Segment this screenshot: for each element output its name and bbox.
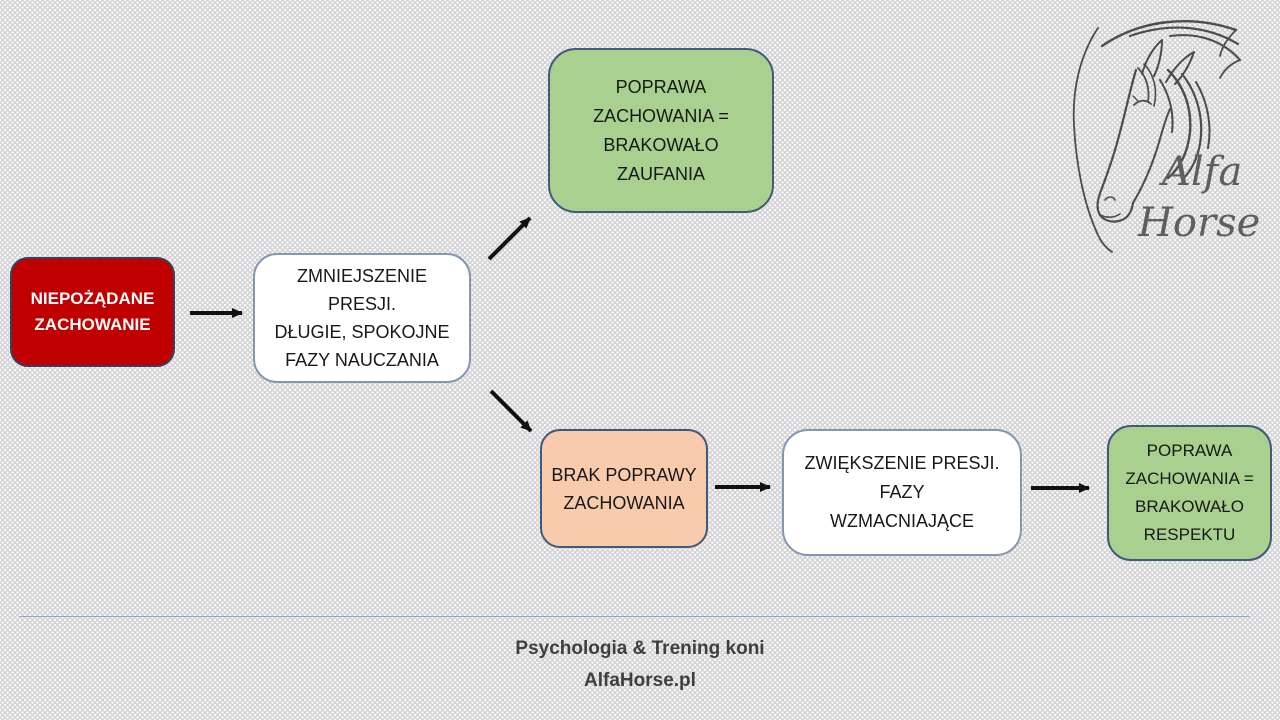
arrow-decrease-to-no-improvement (489, 389, 533, 433)
node-improvement-respect: POPRAWA ZACHOWANIA = BRAKOWAŁO RESPEKTU (1107, 425, 1272, 561)
footer-website: AlfaHorse.pl (584, 670, 696, 691)
horse-head-icon (1072, 19, 1241, 253)
node-decrease-pressure-label: ZMNIEJSZENIE PRESJI. DŁUGIE, SPOKOJNE FA… (274, 266, 450, 370)
node-decrease-pressure: ZMNIEJSZENIE PRESJI. DŁUGIE, SPOKOJNE FA… (253, 253, 471, 383)
logo-word-horse: Horse (1137, 200, 1260, 246)
node-improvement-trust: POPRAWA ZACHOWANIA = BRAKOWAŁO ZAUFANIA (548, 48, 774, 213)
node-increase-pressure-label: ZWIĘKSZENIE PRESJI. FAZY WZMACNIAJĄCE (804, 453, 1000, 531)
footer-tagline: Psychologia & Trening koni (515, 638, 765, 659)
node-improvement-respect-label: POPRAWA ZACHOWANIA = BRAKOWAŁO RESPEKTU (1125, 441, 1254, 544)
node-undesired-behavior: NIEPOŻĄDANE ZACHOWANIE (10, 257, 175, 367)
logo-word-alfa: Alfa (1158, 149, 1242, 195)
node-no-improvement-label: BRAK POPRAWY ZACHOWANIA (551, 464, 697, 513)
node-no-improvement: BRAK POPRAWY ZACHOWANIA (540, 429, 708, 548)
footer: Psychologia & Trening koni AlfaHorse.pl (0, 633, 1280, 697)
footer-divider-line (19, 616, 1250, 617)
node-undesired-behavior-label: NIEPOŻĄDANE ZACHOWANIE (30, 289, 155, 334)
node-improvement-trust-label: POPRAWA ZACHOWANIA = BRAKOWAŁO ZAUFANIA (593, 76, 729, 184)
alfa-horse-logo: Alfa Horse (1072, 19, 1260, 253)
arrow-decrease-to-trust (487, 216, 532, 261)
node-increase-pressure: ZWIĘKSZENIE PRESJI. FAZY WZMACNIAJĄCE (782, 429, 1022, 556)
